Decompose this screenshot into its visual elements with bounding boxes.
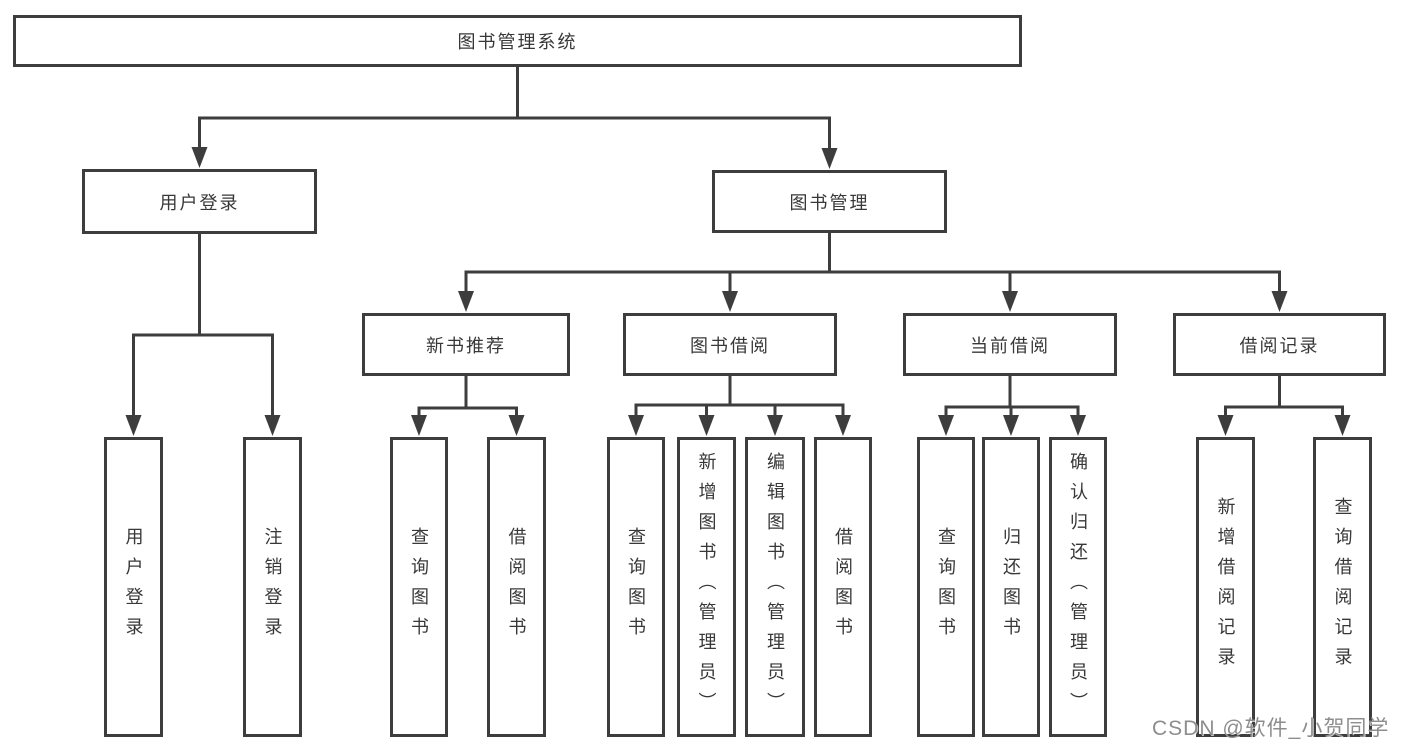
node-label: 新书推荐 xyxy=(426,335,506,356)
node-br-add-record: 新增借阅记录 xyxy=(1196,437,1255,737)
node-rec-borrow-books: 借阅图书 xyxy=(487,437,546,737)
node-cb-query-books: 查询图书 xyxy=(917,437,975,737)
node-label: 用户登录 xyxy=(123,527,144,647)
node-bb-borrow-books: 借阅图书 xyxy=(814,437,872,737)
watermark: CSDN @软件_小贺同学 xyxy=(1152,717,1390,740)
node-label: 图书管理系统 xyxy=(457,32,578,52)
node-book-borrowing: 图书借阅 xyxy=(623,313,837,376)
node-label: 借阅图书 xyxy=(833,527,853,647)
node-borrowing-records: 借阅记录 xyxy=(1173,313,1386,376)
node-new-book-recommend: 新书推荐 xyxy=(362,313,570,376)
node-bb-add-books-admin: 新增图书（管理员） xyxy=(677,437,736,737)
node-bb-query-books: 查询图书 xyxy=(607,437,665,737)
node-label: 图书借阅 xyxy=(690,335,770,356)
node-root: 图书管理系统 xyxy=(13,15,1022,67)
node-label: 注销登录 xyxy=(262,527,283,647)
node-login: 用户登录 xyxy=(104,437,163,737)
node-label: 归还图书 xyxy=(1001,527,1021,647)
node-label: 图书管理 xyxy=(789,192,870,213)
node-logout: 注销登录 xyxy=(243,437,302,737)
node-label: 确认归还（管理员） xyxy=(1068,452,1088,722)
node-label: 新增借阅记录 xyxy=(1215,497,1236,677)
node-label: 编辑图书（管理员） xyxy=(765,452,785,722)
node-label: 查询图书 xyxy=(409,527,429,647)
node-label: 查询借阅记录 xyxy=(1332,497,1353,677)
node-user-login: 用户登录 xyxy=(82,169,317,234)
node-label: 查询图书 xyxy=(626,527,646,647)
node-label: 借阅记录 xyxy=(1239,335,1320,356)
node-book-management: 图书管理 xyxy=(712,170,947,233)
node-current-borrowing: 当前借阅 xyxy=(903,313,1117,376)
node-label: 借阅图书 xyxy=(506,527,527,647)
node-label: 新增图书（管理员） xyxy=(696,452,717,722)
node-rec-query-books: 查询图书 xyxy=(390,437,448,737)
node-label: 查询图书 xyxy=(936,527,956,647)
node-br-query-record: 查询借阅记录 xyxy=(1313,437,1372,737)
node-cb-return-books: 归还图书 xyxy=(982,437,1040,737)
node-cb-confirm-return-admin: 确认归还（管理员） xyxy=(1049,437,1107,737)
node-label: 用户登录 xyxy=(159,192,240,213)
node-bb-edit-books-admin: 编辑图书（管理员） xyxy=(745,437,805,737)
node-label: 当前借阅 xyxy=(970,335,1050,356)
